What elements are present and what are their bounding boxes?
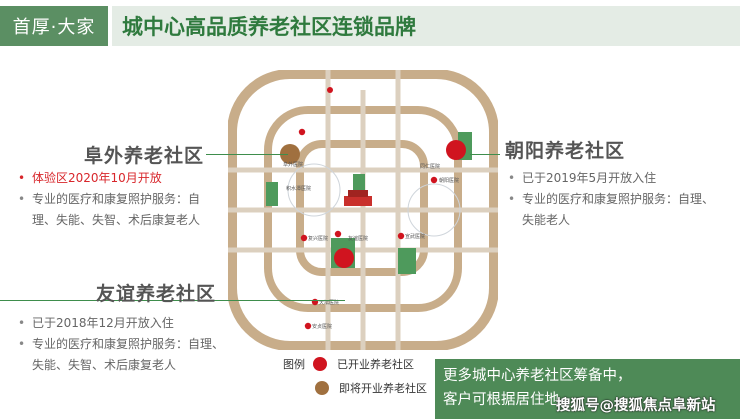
legend-row-upcoming: 即将开业养老社区 [307,380,427,396]
legend-upcoming-label: 即将开业养老社区 [339,382,427,395]
legend-row-open: 图例 已开业养老社区 [283,356,414,372]
leader-line-fuwai [206,154,288,155]
bullet-fuwai-2: 专业的医疗和康复照护服务：自 理、失能、失智、术后康复老人 [18,189,223,231]
header: 首厚·大家 城中心高品质养老社区连锁品牌 [0,0,740,52]
map-label-jishuitan: 积水潭医院 [286,185,311,192]
bullet-youyi-2: 专业的医疗和康复照护服务：自理、 失能、失智、术后康复老人 [18,334,238,376]
page-title: 城中心高品质养老社区连锁品牌 [112,6,740,46]
leader-line-chaoyang [470,154,500,155]
map-label-tongren: 同仁医院 [420,163,440,170]
map-label-anzhen: 安贞医院 [312,323,332,330]
callout-fuwai-bullets: 体验区2020年10月开放 专业的医疗和康复照护服务：自 理、失能、失智、术后康… [18,168,223,231]
bullet-chaoyang-2: 专业的医疗和康复照护服务：自理、 失能老人 [508,189,740,231]
leader-line-youyi [0,300,345,301]
bullet-youyi-1: 已于2018年12月开放入住 [18,313,238,334]
map-label-tiantan: 天坛医院 [319,299,339,306]
callout-youyi-title: 友谊养老社区 [96,283,217,305]
promo-line-1: 更多城中心养老社区筹备中， [443,368,632,384]
watermark: 搜狐号@搜狐焦点阜新站 [556,398,716,414]
callout-fuwai: 阜外养老社区 [84,141,204,168]
youyi-community-marker [334,248,354,268]
callout-chaoyang-bullets: 已于2019年5月开放入住 专业的医疗和康复照护服务：自理、 失能老人 [508,168,740,231]
callout-fuwai-title: 阜外养老社区 [84,145,205,167]
city-map: 阜外医院 同仁医院 朝阳医院 积水潭医院 复兴医院 友谊医院 宣武医院 天坛医院… [228,70,498,350]
map-label-xuanwu: 宣武医院 [405,233,425,240]
callout-youyi: 友谊养老社区 [96,279,216,306]
callout-chaoyang-title: 朝阳养老社区 [505,140,626,162]
fuwai-community-marker [280,144,300,164]
map-label-fuxing: 复兴医院 [308,235,328,242]
bullet-fuwai-1: 体验区2020年10月开放 [18,168,223,189]
map-label-youyi: 友谊医院 [348,235,368,242]
legend-open-label: 已开业养老社区 [337,358,414,371]
promo-line-2: 客户可根据居住地 [443,392,559,408]
map-label-fuwai: 阜外医院 [283,161,303,168]
brand-logo: 首厚·大家 [0,6,108,46]
legend-open-dot [313,357,327,371]
bullet-chaoyang-1: 已于2019年5月开放入住 [508,168,740,189]
legend-upcoming-dot [315,381,329,395]
map-label-chaoyang-hospital: 朝阳医院 [439,177,459,184]
legend-label: 图例 [283,358,305,371]
promo-box: 更多城中心养老社区筹备中， 客户可根据居住地 [435,359,740,419]
chaoyang-community-marker [446,140,466,160]
callout-youyi-bullets: 已于2018年12月开放入住 专业的医疗和康复照护服务：自理、 失能、失智、术后… [18,313,238,376]
callout-chaoyang: 朝阳养老社区 [505,136,625,163]
